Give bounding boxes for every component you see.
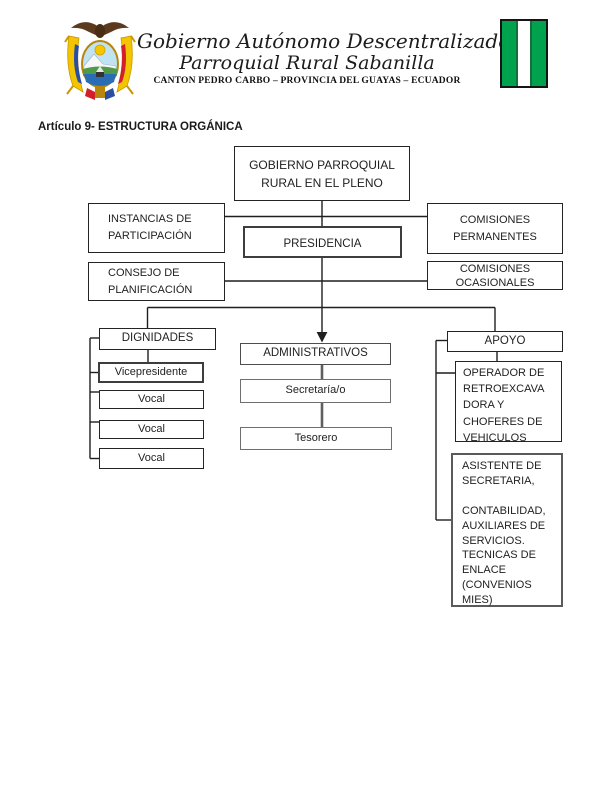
node-vocal-2: Vocal: [99, 420, 204, 439]
node-dignidades: DIGNIDADES: [99, 328, 216, 350]
green-white-green-flag-icon: [500, 19, 548, 88]
node-presidencia: PRESIDENCIA: [243, 226, 402, 258]
flag-green-band: [531, 21, 546, 86]
flag-green-band: [502, 21, 517, 86]
node-vocal-3: Vocal: [99, 448, 204, 469]
org-title-line2: Parroquial Rural Sabanilla: [179, 52, 435, 74]
node-comisiones-ocasionales: COMISIONES OCASIONALES: [427, 261, 563, 290]
node-asistente-secretaria-contabilidad: ASISTENTE DE SECRETARIA, CONTABILIDAD, A…: [451, 453, 563, 607]
flag-white-band: [516, 21, 532, 86]
org-title-line1: Gobierno Autónomo Descentralizado: [137, 29, 511, 53]
letterhead: Gobierno Autónomo Descentralizado Parroq…: [137, 29, 511, 87]
node-administrativos: ADMINISTRATIVOS: [240, 343, 391, 365]
ecuador-coat-of-arms-icon: [64, 22, 136, 100]
arrow-down-icon: [316, 332, 328, 343]
node-instancias-de-participacion: INSTANCIAS DE PARTICIPACIÓN: [88, 203, 225, 253]
node-tesorero: Tesorero: [240, 427, 392, 450]
node-secretaria: Secretaría/o: [240, 379, 391, 403]
node-comisiones-permanentes: COMISIONES PERMANENTES: [427, 203, 563, 254]
section-title: Artículo 9- ESTRUCTURA ORGÁNICA: [38, 121, 243, 133]
node-consejo-de-planificacion: CONSEJO DE PLANIFICACIÓN: [88, 262, 225, 301]
node-operador-retroexcavadora-choferes: OPERADOR DE RETROEXCAVA DORA Y CHOFERES …: [455, 361, 562, 444]
node-vicepresidente: Vicepresidente: [98, 362, 204, 383]
node-vocal-1: Vocal: [99, 390, 204, 409]
org-subtitle: CANTON PEDRO CARBO – PROVINCIA DEL GUAYA…: [153, 76, 461, 86]
node-apoyo: APOYO: [447, 331, 563, 352]
node-gobierno-parroquial-pleno: GOBIERNO PARROQUIAL RURAL EN EL PLENO: [234, 146, 410, 201]
